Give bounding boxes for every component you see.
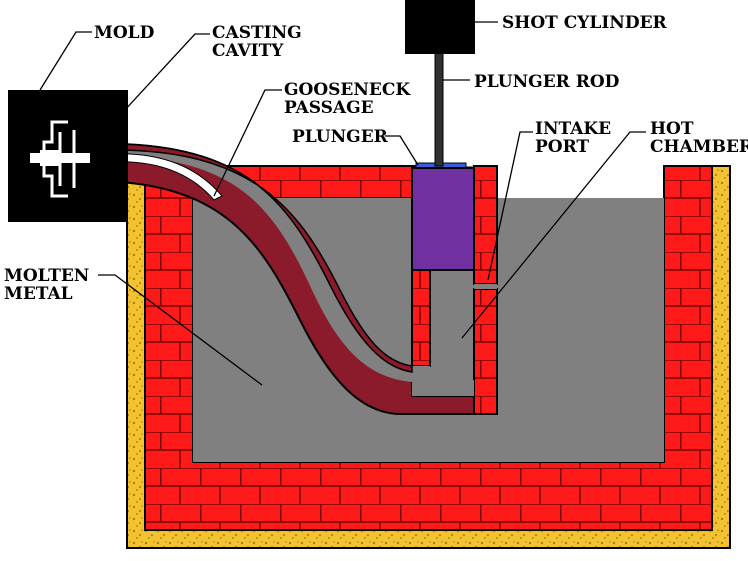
intake-port bbox=[474, 284, 497, 289]
shot-cylinder bbox=[405, 0, 475, 54]
plunger-rod bbox=[434, 51, 444, 167]
label-gooseneck-line2: PASSAGE bbox=[284, 98, 374, 118]
label-mold: MOLD bbox=[94, 23, 155, 43]
leader-gooseneck bbox=[213, 89, 282, 197]
label-casting-cavity-line1: CASTING bbox=[212, 23, 302, 43]
hot-chamber-right-wall-upper bbox=[473, 165, 498, 285]
label-hot-chamber-line2: CHAMBER bbox=[650, 137, 748, 157]
mold-gate bbox=[40, 150, 60, 166]
label-shot-cylinder: SHOT CYLINDER bbox=[502, 13, 668, 33]
leader-lines bbox=[39, 21, 646, 386]
label-casting-cavity-line2: CAVITY bbox=[212, 41, 284, 61]
hot-chamber-right-wall-lower bbox=[473, 288, 498, 415]
gooseneck-inner-wall bbox=[119, 143, 413, 373]
label-intake-port-line2: PORT bbox=[535, 137, 589, 157]
leader-mold bbox=[39, 31, 92, 91]
label-plunger-rod: PLUNGER ROD bbox=[474, 72, 620, 92]
label-intake-port-line1: INTAKE bbox=[535, 119, 611, 139]
leader-casting-cavity bbox=[87, 33, 210, 151]
label-hot-chamber-line1: HOT bbox=[650, 119, 694, 139]
leader-hot-chamber bbox=[461, 131, 646, 339]
plunger bbox=[411, 167, 475, 271]
leader-intake-port bbox=[487, 131, 533, 281]
leader-molten-metal bbox=[98, 274, 263, 386]
label-molten-metal-line1: MOLTEN bbox=[4, 266, 89, 286]
label-molten-metal-line2: METAL bbox=[4, 284, 73, 304]
leader-plunger bbox=[385, 135, 419, 166]
label-plunger: PLUNGER bbox=[292, 127, 389, 147]
mold bbox=[8, 90, 128, 222]
label-gooseneck-line1: GOOSENECK bbox=[284, 80, 411, 100]
